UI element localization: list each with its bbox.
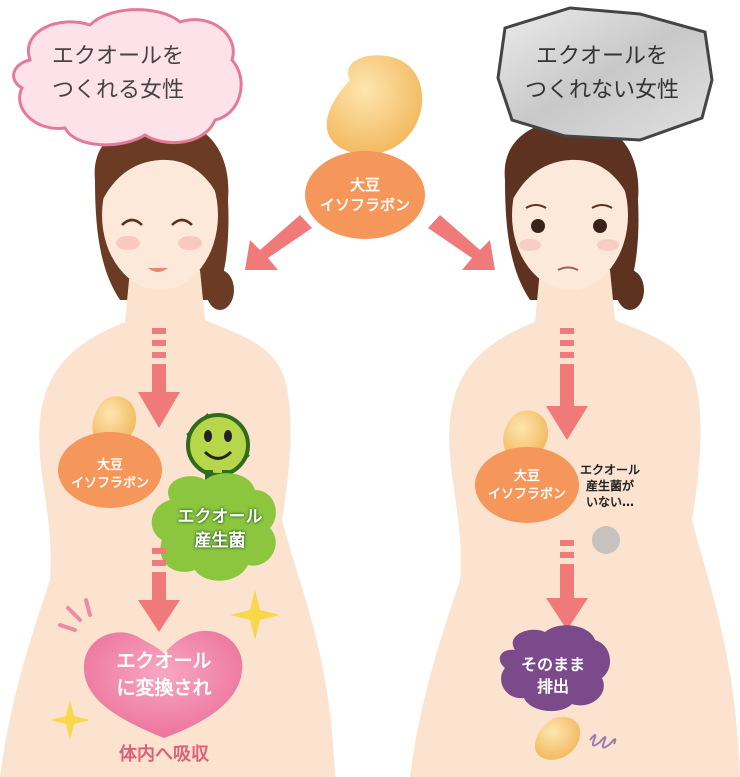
excrete-soy-bean — [534, 716, 581, 760]
spark-lines-icon — [58, 598, 92, 632]
top-soy-label-bg — [305, 151, 425, 239]
sparkle-icon — [50, 700, 90, 740]
left-thought-bubble — [12, 8, 243, 147]
no-bacteria-label: エクオール 産生菌が いない… — [579, 463, 640, 509]
right-diagonal-arrow — [428, 215, 495, 270]
left-hair-fringe — [100, 128, 223, 205]
bacteria-cloud — [151, 473, 276, 581]
left-down-arrow-1 — [138, 328, 180, 428]
right-face — [512, 140, 628, 290]
left-bubble-text: エクオールを つくれる女性 — [51, 44, 184, 103]
left-down-arrow-2 — [138, 548, 180, 632]
bacteria-mascot — [186, 413, 250, 484]
left-soy-label-bg — [58, 432, 162, 508]
top-soy-bean — [326, 55, 423, 155]
right-soy-label-bg — [475, 447, 579, 523]
right-bubble-text: エクオールを つくれない女性 — [524, 44, 679, 103]
excreted-label: そのまま 排出 — [520, 655, 585, 696]
absorbed-label: 体内へ吸収 — [119, 744, 209, 765]
left-soy-label: 大豆 イソフラボン — [70, 458, 149, 491]
left-diagonal-arrow — [245, 215, 312, 270]
sparkle-icon — [230, 590, 280, 640]
bacteria-label: エクオール 産生菌 — [177, 507, 263, 551]
right-down-arrow-2 — [546, 540, 588, 630]
gray-blob — [592, 526, 620, 554]
right-body — [410, 270, 740, 777]
top-soy-label: 大豆 イソフラボン — [319, 176, 410, 214]
right-down-arrow-1 — [546, 328, 588, 440]
left-face — [102, 140, 218, 290]
excrete-cloud — [499, 625, 611, 712]
right-rock-bubble — [496, 6, 714, 142]
squiggle-icon — [589, 734, 617, 749]
heart — [83, 630, 243, 738]
converted-label: エクオール に変換され — [116, 650, 212, 699]
right-woman — [410, 119, 740, 777]
right-hair-fringe — [510, 128, 633, 205]
right-soy-label: 大豆 イソフラボン — [487, 469, 566, 502]
